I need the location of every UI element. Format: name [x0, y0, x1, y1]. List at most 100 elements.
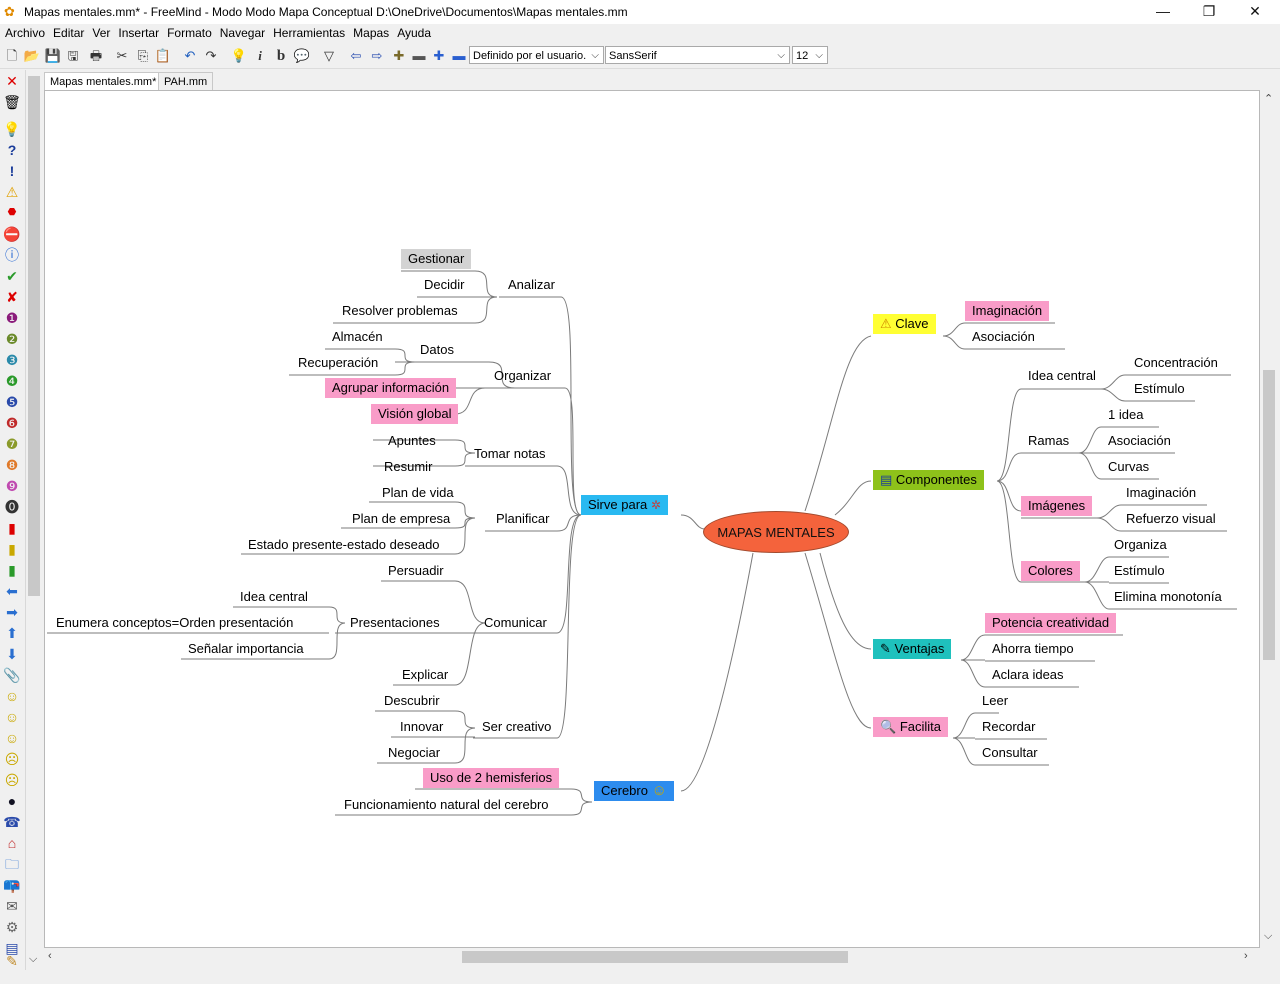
traffic-light-red-icon[interactable]: ▮ [8, 520, 16, 536]
priority-9-icon[interactable]: ❾ [5, 478, 19, 494]
node-imagenes[interactable]: Imágenes [1021, 496, 1093, 516]
chevron-down-icon[interactable]: ⌵ [29, 953, 38, 965]
menu-archivo[interactable]: Archivo [5, 26, 46, 40]
priority-6-icon[interactable]: ❻ [5, 415, 19, 431]
smiley-angry-icon[interactable]: ☹ [4, 751, 20, 767]
traffic-light-green-icon[interactable]: ▮ [8, 562, 16, 578]
note-bubble-icon[interactable]: 💬 [293, 48, 311, 63]
node-funcionamiento[interactable]: Funcionamiento natural del cerebro [344, 797, 549, 812]
stop-icon[interactable]: ⬣ [7, 207, 17, 218]
node-estimulo2[interactable]: Estímulo [1114, 563, 1165, 578]
warning-icon[interactable]: ⚠ [5, 184, 19, 200]
smiley-neutral-icon[interactable]: ☺ [4, 709, 20, 725]
node-resolver-problemas[interactable]: Resolver problemas [342, 303, 458, 318]
node-apuntes[interactable]: Apuntes [388, 433, 436, 448]
exclamation-icon[interactable]: ! [9, 163, 15, 179]
priority-1-icon[interactable]: ❶ [5, 310, 19, 326]
copy-icon[interactable]: ⎘ [137, 48, 149, 63]
node-almacen[interactable]: Almacén [332, 329, 383, 344]
plus-blue-icon[interactable]: ✚ [433, 48, 445, 63]
cut-icon[interactable]: ✂ [116, 48, 128, 63]
home-icon[interactable]: ⌂ [7, 835, 17, 851]
vertical-scrollbar[interactable]: ⌃ ⌵ [1260, 90, 1278, 948]
node-colores[interactable]: Colores [1021, 561, 1080, 581]
redo-icon[interactable]: ↷ [205, 48, 217, 63]
node-potencia-creatividad[interactable]: Potencia creatividad [985, 613, 1117, 633]
node-gestionar[interactable]: Gestionar [401, 249, 472, 269]
node-plan-de-empresa[interactable]: Plan de empresa [352, 511, 451, 526]
filter-icon[interactable]: ▽ [324, 48, 334, 63]
node-idea-central-r[interactable]: Idea central [1028, 368, 1096, 383]
question-icon[interactable]: ? [7, 142, 17, 158]
node-idea-central[interactable]: Idea central [240, 589, 308, 604]
node-vision-global[interactable]: Visión global [371, 404, 459, 424]
bold-icon[interactable]: b [276, 48, 286, 64]
smiley-oh-icon[interactable]: ☺ [4, 730, 20, 746]
new-file-icon[interactable]: 🗋 [6, 48, 18, 63]
menu-mapas[interactable]: Mapas [353, 26, 390, 40]
node-una-idea[interactable]: 1 idea [1108, 407, 1144, 422]
italic-icon[interactable]: i [258, 48, 262, 63]
scrollbar-thumb[interactable] [462, 951, 848, 963]
node-curvas[interactable]: Curvas [1108, 459, 1150, 474]
minus-blue-icon[interactable]: ▬ [452, 48, 466, 63]
menu-formato[interactable]: Formato [167, 26, 212, 40]
arrow-left-icon[interactable]: ⬅ [6, 583, 18, 599]
menu-herramientas[interactable]: Herramientas [273, 26, 346, 40]
node-plan-de-vida[interactable]: Plan de vida [382, 485, 454, 500]
close-button[interactable]: ✕ [1249, 3, 1261, 19]
icon-palette-scrollbar[interactable]: ⌵ [25, 70, 42, 970]
arrow-down-icon[interactable]: ⬇ [6, 646, 18, 662]
node-ventajas[interactable]: ✎ Ventajas [873, 639, 952, 659]
smiley-happy-icon[interactable]: ☺ [4, 688, 20, 704]
checkmark-icon[interactable]: ✔ [6, 268, 18, 284]
mindmap-canvas[interactable]: MAPAS MENTALES Sirve para ✲ Analizar Ges… [44, 90, 1260, 948]
chevron-right-icon[interactable]: › [1244, 950, 1248, 962]
node-agrupar-informacion[interactable]: Agrupar información [325, 378, 457, 398]
print-icon[interactable]: 🖶 [89, 48, 103, 63]
node-estado-presente[interactable]: Estado presente-estado deseado [248, 537, 440, 552]
idea-icon[interactable]: 💡 [3, 121, 21, 137]
node-analizar[interactable]: Analizar [508, 277, 555, 292]
node-planificar[interactable]: Planificar [496, 511, 550, 526]
node-decidir[interactable]: Decidir [424, 277, 465, 292]
priority-7-icon[interactable]: ❼ [5, 436, 19, 452]
minimize-button[interactable]: — [1156, 3, 1170, 19]
node-componentes[interactable]: ▤ Componentes [873, 470, 984, 490]
menu-ver[interactable]: Ver [92, 26, 111, 40]
priority-2-icon[interactable]: ❷ [5, 331, 19, 347]
node-senalar-importancia[interactable]: Señalar importancia [188, 641, 304, 656]
info-icon[interactable]: ⓘ [5, 247, 19, 263]
node-ahorra-tiempo[interactable]: Ahorra tiempo [992, 641, 1074, 656]
edit-note-icon[interactable]: ✎ [6, 953, 18, 969]
node-negociar[interactable]: Negociar [388, 745, 441, 760]
priority-5-icon[interactable]: ❺ [5, 394, 19, 410]
node-enumera-conceptos[interactable]: Enumera conceptos=Orden presentación [56, 615, 294, 630]
gear-icon[interactable]: ⚙ [5, 919, 19, 935]
node-explicar[interactable]: Explicar [402, 667, 449, 682]
chevron-up-icon[interactable]: ⌃ [1264, 93, 1274, 105]
root-node[interactable]: MAPAS MENTALES [703, 511, 849, 553]
scrollbar-thumb[interactable] [1263, 370, 1275, 660]
attachment-icon[interactable]: 📎 [3, 667, 21, 683]
node-datos[interactable]: Datos [420, 342, 454, 357]
font-select[interactable]: SansSerif⌵ [605, 46, 790, 64]
node-asociacion[interactable]: Asociación [972, 329, 1035, 344]
scrollbar-thumb[interactable] [28, 76, 40, 596]
cross-icon[interactable]: ✘ [6, 289, 18, 305]
remove-icon[interactable]: ✕ [6, 73, 18, 89]
minus-gray-icon[interactable]: ▬ [412, 48, 426, 63]
node-cerebro[interactable]: Cerebro ☺ [594, 781, 674, 801]
menu-navegar[interactable]: Navegar [219, 26, 266, 40]
chevron-left-icon[interactable]: ‹ [48, 950, 52, 962]
node-ramas[interactable]: Ramas [1028, 433, 1070, 448]
menu-editar[interactable]: Editar [53, 26, 85, 40]
node-persuadir[interactable]: Persuadir [388, 563, 444, 578]
node-facilita[interactable]: 🔍 Facilita [873, 717, 948, 737]
node-tomar-notas[interactable]: Tomar notas [474, 446, 546, 461]
node-refuerzo-visual[interactable]: Refuerzo visual [1126, 511, 1216, 526]
menu-ayuda[interactable]: Ayuda [397, 26, 431, 40]
tab-pah[interactable]: PAH.mm [158, 72, 214, 91]
node-concentracion[interactable]: Concentración [1134, 355, 1218, 370]
paste-icon[interactable]: 📋 [154, 48, 172, 63]
